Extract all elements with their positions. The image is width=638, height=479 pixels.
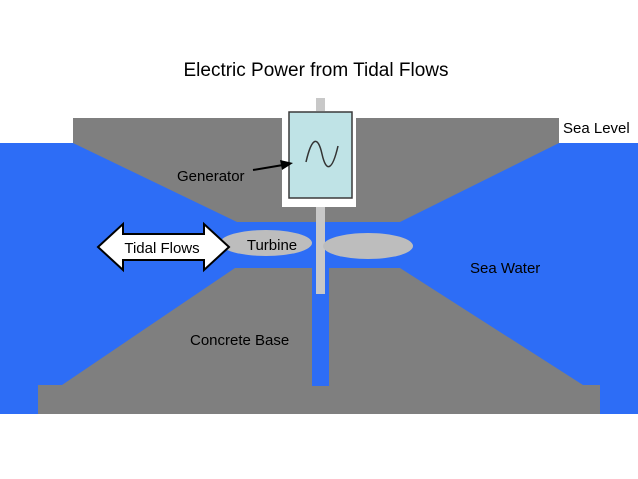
generator-pointer-arrowhead <box>280 160 293 170</box>
tidal-flows-arrow-icon <box>96 221 231 273</box>
generator-pointer-line <box>252 164 284 171</box>
concrete-base-label: Concrete Base <box>190 332 289 349</box>
shaft-channel <box>312 268 329 386</box>
turbine-label: Turbine <box>247 237 297 254</box>
generator-box <box>288 111 353 199</box>
sine-wave-icon <box>305 140 339 168</box>
turbine-blade-left <box>220 230 312 256</box>
sea-water-label: Sea Water <box>470 260 540 277</box>
diagram-title: Electric Power from Tidal Flows <box>183 60 448 81</box>
upper-concrete-structure <box>73 118 559 222</box>
turbine-blade-right <box>323 233 413 259</box>
sea-level-label: Sea Level <box>563 120 630 137</box>
generator-label: Generator <box>177 168 245 185</box>
tidal-flows-label: Tidal Flows <box>124 240 199 257</box>
